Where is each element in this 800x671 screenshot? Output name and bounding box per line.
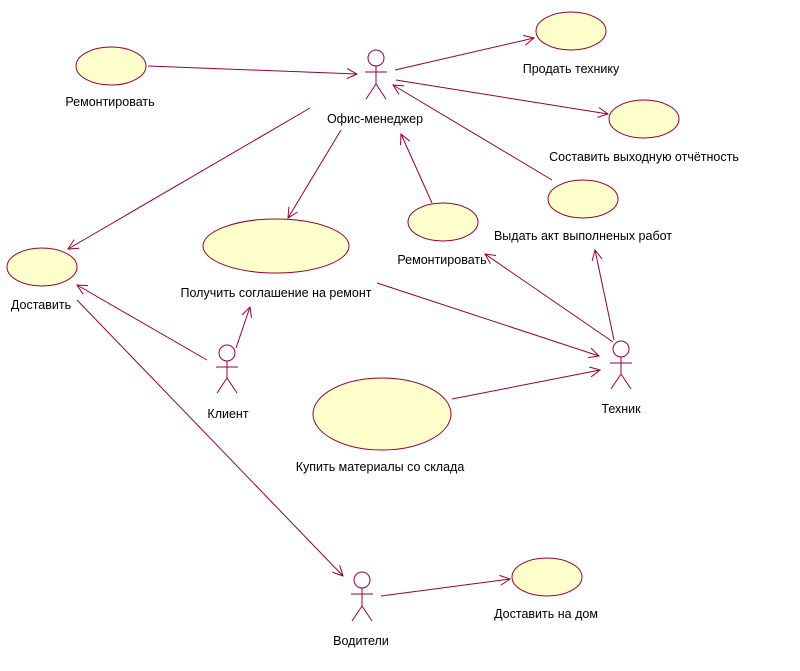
actor-leg-right xyxy=(226,377,238,394)
actor-label: Клиент xyxy=(207,407,248,421)
actor-leg-left xyxy=(351,605,363,622)
edge-technician-to-repair-mid xyxy=(485,254,614,343)
use-case-ellipse xyxy=(547,179,619,219)
edge-agreement-to-technician xyxy=(376,282,599,356)
edge-act-to-office-manager xyxy=(393,85,553,181)
actor-head xyxy=(612,340,630,358)
use-case-ellipse xyxy=(202,218,350,274)
use-case-ellipse xyxy=(608,99,680,139)
actor-office-manager[interactable]: Офис-менеджер xyxy=(327,49,423,126)
use-case-repair-left[interactable]: Ремонтировать xyxy=(65,46,155,109)
associations xyxy=(68,38,615,597)
use-case-label: Доставить на дом xyxy=(494,607,598,621)
use-case-label: Получить соглашение на ремонт xyxy=(181,286,372,300)
use-case-issue-act[interactable]: Выдать акт выполненых работ xyxy=(494,179,672,243)
actor-label: Офис-менеджер xyxy=(327,112,423,126)
use-case-label: Ремонтировать xyxy=(397,253,486,267)
use-case-ellipse xyxy=(6,247,78,287)
use-case-label: Купить материалы со склада xyxy=(296,460,465,474)
edge-office-manager-to-sell xyxy=(394,38,534,71)
actor-client[interactable]: Клиент xyxy=(207,344,249,421)
use-case-label: Выдать акт выполненых работ xyxy=(494,229,672,243)
actor-leg-left xyxy=(610,373,622,390)
use-case-repair-mid[interactable]: Ремонтировать xyxy=(397,202,487,267)
use-case-make-report[interactable]: Составить выходную отчётность xyxy=(549,99,739,164)
use-case-label: Составить выходную отчётность xyxy=(549,150,739,164)
actor-label: Водители xyxy=(333,634,389,648)
edge-repair-to-office-manager xyxy=(147,65,357,74)
use-case-label: Продать технику xyxy=(523,62,620,76)
edge-deliver-to-drivers xyxy=(76,299,343,576)
edge-client-to-deliver xyxy=(77,285,208,361)
use-case-get-agreement[interactable]: Получить соглашение на ремонт xyxy=(181,218,372,300)
actor-label: Техник xyxy=(601,402,641,416)
use-case-ellipse xyxy=(407,202,479,242)
actor-leg-left xyxy=(216,377,228,394)
use-case-deliver-home[interactable]: Доставить на дом xyxy=(494,557,598,621)
use-case-sell-equipment[interactable]: Продать технику xyxy=(523,11,620,76)
edge-client-to-agreement xyxy=(235,307,250,349)
use-case-ellipse xyxy=(75,46,147,86)
actor-head xyxy=(353,571,371,589)
actor-technician[interactable]: Техник xyxy=(601,340,641,416)
edge-office-manager-to-report xyxy=(395,79,608,114)
actor-leg-right xyxy=(375,83,387,100)
edge-office-manager-to-deliver xyxy=(68,107,311,249)
actor-leg-left xyxy=(365,83,377,100)
actor-leg-right xyxy=(361,605,373,622)
use-case-ellipse xyxy=(312,377,452,451)
use-case-label: Доставить xyxy=(11,298,71,312)
edge-drivers-to-deliver-home xyxy=(380,579,510,597)
actor-head xyxy=(218,344,236,362)
use-case-ellipse xyxy=(511,557,583,597)
actor-leg-right xyxy=(620,373,632,390)
use-case-ellipse xyxy=(535,11,607,51)
edge-repair-mid-to-office-manager xyxy=(401,134,433,204)
edge-office-manager-to-agreement xyxy=(288,129,342,218)
use-case-label: Ремонтировать xyxy=(65,95,154,109)
actor-head xyxy=(367,49,385,67)
use-case-deliver[interactable]: Доставить xyxy=(6,247,78,312)
actor-drivers[interactable]: Водители xyxy=(333,571,389,648)
edge-technician-to-act xyxy=(595,250,615,341)
edge-materials-to-technician xyxy=(451,370,600,400)
use-case-buy-materials[interactable]: Купить материалы со склада xyxy=(296,377,465,474)
